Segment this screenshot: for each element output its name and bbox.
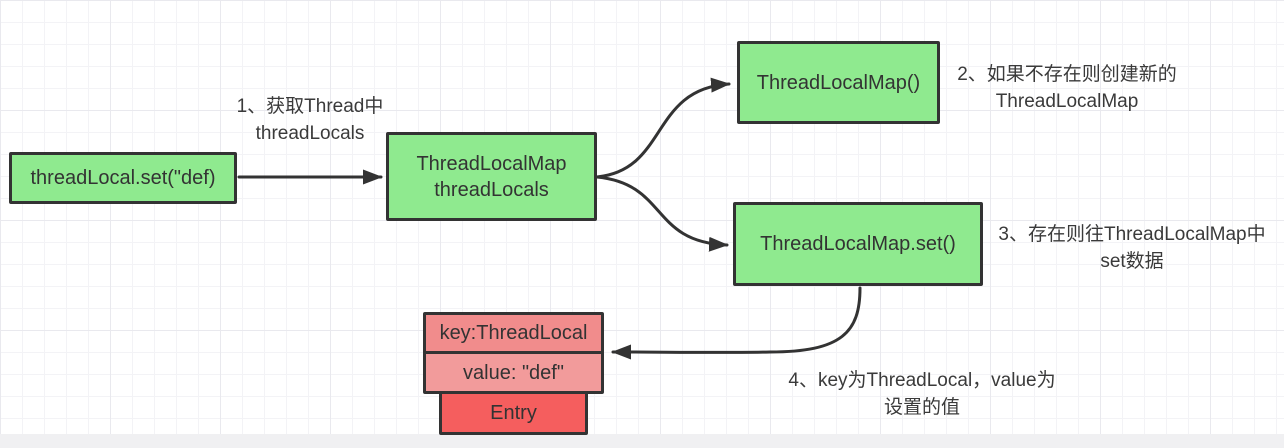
node-entry-value: value: "def" xyxy=(423,351,604,394)
annotation-step3-line1: 3、存在则往ThreadLocalMap中 xyxy=(998,224,1266,245)
node-threadlocal-set-label: threadLocal.set("def) xyxy=(30,167,216,189)
node-new-threadlocalmap: ThreadLocalMap() xyxy=(737,41,940,124)
node-entry-key-label: key:ThreadLocal xyxy=(439,322,588,344)
node-new-threadlocalmap-label: ThreadLocalMap() xyxy=(756,71,921,94)
edge-mapset-to-entry xyxy=(611,286,862,360)
node-entry-key: key:ThreadLocal xyxy=(423,312,604,354)
edge-map-to-mapset xyxy=(595,175,729,252)
annotation-step2-line1: 2、如果不存在则创建新的 xyxy=(957,64,1177,85)
node-threadlocalmap-line2: threadLocals xyxy=(434,178,549,201)
node-entry-label: Entry xyxy=(490,402,537,424)
annotation-step1: 1、获取Thread中 threadLocals xyxy=(218,93,402,147)
node-threadlocalmap-set-label: ThreadLocalMap.set() xyxy=(760,233,956,255)
node-threadlocal-set: threadLocal.set("def) xyxy=(9,152,237,204)
node-threadlocalmap-set: ThreadLocalMap.set() xyxy=(733,202,983,286)
annotation-step4: 4、key为ThreadLocal，value为 设置的值 xyxy=(768,367,1076,421)
node-entry: Entry xyxy=(439,391,588,435)
canvas-edge-band xyxy=(0,434,1284,448)
annotation-step1-line1: 1、获取Thread中 xyxy=(236,96,384,117)
edge-map-to-newmap xyxy=(595,77,731,179)
node-threadlocalmap-threadlocals: ThreadLocalMap threadLocals xyxy=(386,132,597,221)
annotation-step4-line2: 设置的值 xyxy=(883,397,960,418)
annotation-step3-line2: set数据 xyxy=(1100,251,1164,272)
annotation-step2-line2: ThreadLocalMap xyxy=(995,91,1139,112)
node-entry-value-label: value: "def" xyxy=(463,361,564,384)
node-threadlocalmap-line1: ThreadLocalMap xyxy=(416,152,567,175)
annotation-step1-line2: threadLocals xyxy=(255,123,365,144)
annotation-step2: 2、如果不存在则创建新的 ThreadLocalMap xyxy=(938,61,1196,115)
annotation-step3: 3、存在则往ThreadLocalMap中 set数据 xyxy=(983,221,1281,275)
annotation-step4-line1: 4、key为ThreadLocal，value为 xyxy=(788,370,1056,391)
